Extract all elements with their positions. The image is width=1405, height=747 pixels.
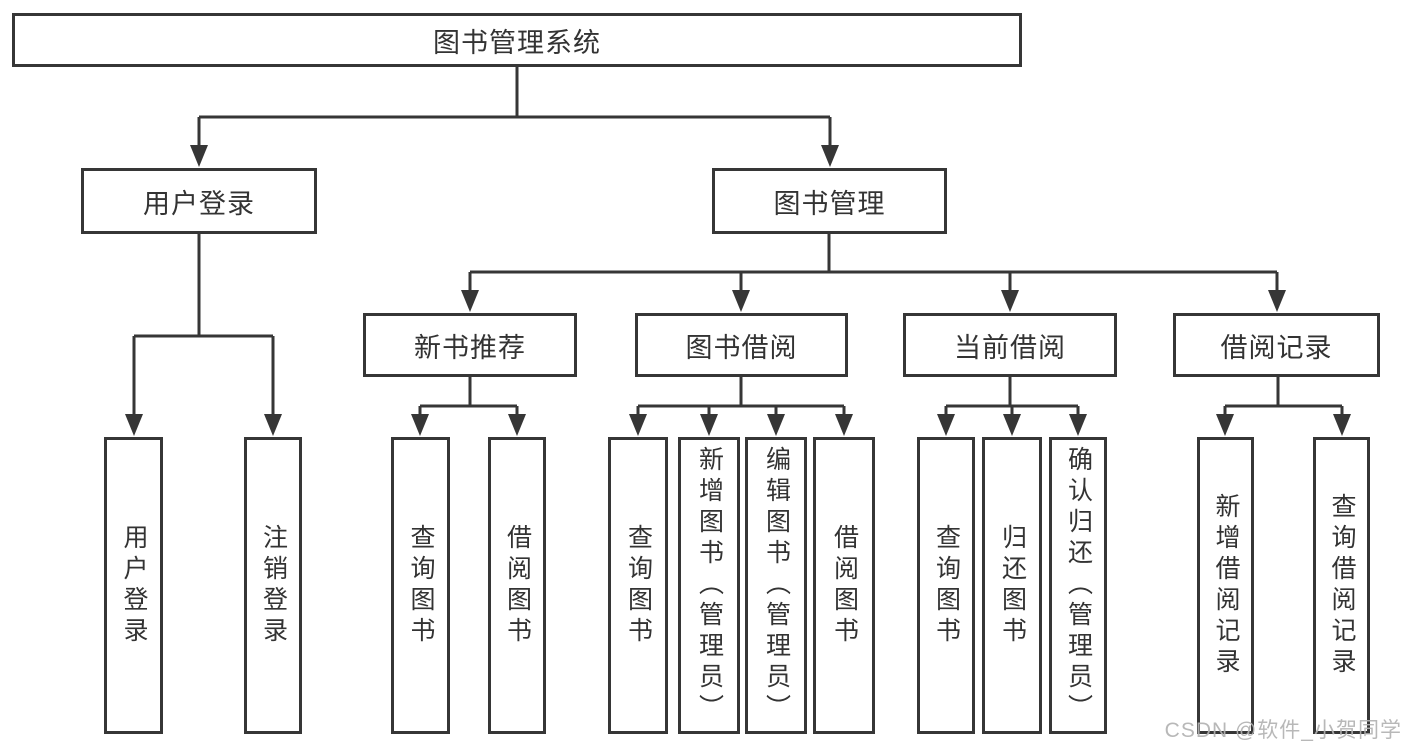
leaf-confirm-return-admin: 确认归还（管理员） bbox=[1049, 437, 1107, 734]
connector-records-to-leaves bbox=[1216, 377, 1351, 436]
leaf-logout: 注销登录 bbox=[244, 437, 302, 734]
connector-recommend-to-leaves bbox=[411, 377, 526, 436]
leaf-add-borrow-record: 新增借阅记录 bbox=[1197, 437, 1254, 734]
leaf-edit-books-admin: 编辑图书（管理员） bbox=[745, 437, 807, 734]
node-book-management: 图书管理 bbox=[712, 168, 947, 234]
leaf-current-query-books: 查询图书 bbox=[917, 437, 975, 734]
node-new-book-recommend: 新书推荐 bbox=[363, 313, 577, 377]
connector-login-to-leaves bbox=[125, 232, 282, 436]
leaf-user-login: 用户登录 bbox=[104, 437, 163, 734]
node-current-borrow: 当前借阅 bbox=[903, 313, 1117, 377]
leaf-add-books-admin: 新增图书（管理员） bbox=[678, 437, 740, 734]
leaf-borrow-query-books: 查询图书 bbox=[608, 437, 668, 734]
leaf-recommend-borrow-books: 借阅图书 bbox=[488, 437, 546, 734]
node-book-borrow: 图书借阅 bbox=[635, 313, 848, 377]
leaf-return-books: 归还图书 bbox=[982, 437, 1042, 734]
leaf-borrow-books: 借阅图书 bbox=[813, 437, 875, 734]
connector-root-to-level2 bbox=[190, 67, 839, 167]
node-root-system: 图书管理系统 bbox=[12, 13, 1022, 67]
leaf-query-borrow-record: 查询借阅记录 bbox=[1313, 437, 1370, 734]
connector-current-to-leaves bbox=[937, 377, 1087, 436]
connector-borrow-to-leaves bbox=[629, 377, 853, 436]
connector-management-to-level3 bbox=[461, 234, 1286, 312]
csdn-watermark: CSDN @软件_小贺同学 bbox=[1164, 719, 1402, 742]
node-borrow-records: 借阅记录 bbox=[1173, 313, 1380, 377]
leaf-recommend-query-books: 查询图书 bbox=[391, 437, 450, 734]
node-user-login: 用户登录 bbox=[81, 168, 317, 234]
